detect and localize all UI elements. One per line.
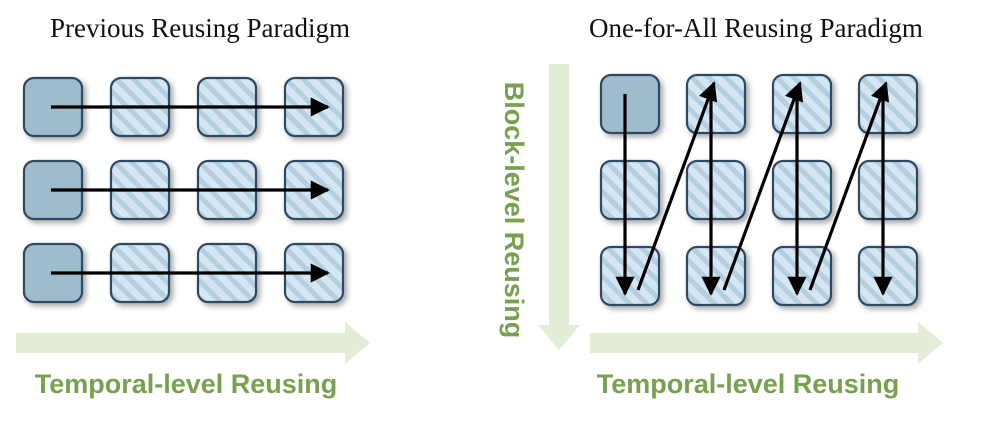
left-temporal-axis-arrow <box>16 322 370 364</box>
hatched-block <box>771 159 833 221</box>
hatched-block <box>685 73 747 135</box>
solid-block <box>599 73 661 135</box>
diagonal-flow-arrow <box>722 81 804 291</box>
hatched-block <box>771 73 833 135</box>
right-temporal-axis-arrow <box>590 322 943 364</box>
right-block-axis-arrow <box>538 64 580 350</box>
hatched-block <box>857 73 919 135</box>
hatched-block <box>685 159 747 221</box>
right-block-axis-label: Block-level Reusing <box>499 82 529 339</box>
left-temporal-axis-label: Temporal-level Reusing <box>35 369 338 399</box>
right-flow-arrows <box>615 81 893 296</box>
hatched-block <box>857 245 919 307</box>
left-flow-arrows <box>51 97 330 283</box>
diagonal-flow-arrow <box>636 81 718 291</box>
hatched-block <box>599 159 661 221</box>
right-temporal-axis-label: Temporal-level Reusing <box>597 369 900 399</box>
left-title: Previous Reusing Paradigm <box>50 13 350 43</box>
diagonal-flow-arrow <box>808 81 890 291</box>
hatched-block <box>857 159 919 221</box>
right-block-grid <box>599 73 919 307</box>
right-title: One-for-All Reusing Paradigm <box>589 13 923 43</box>
